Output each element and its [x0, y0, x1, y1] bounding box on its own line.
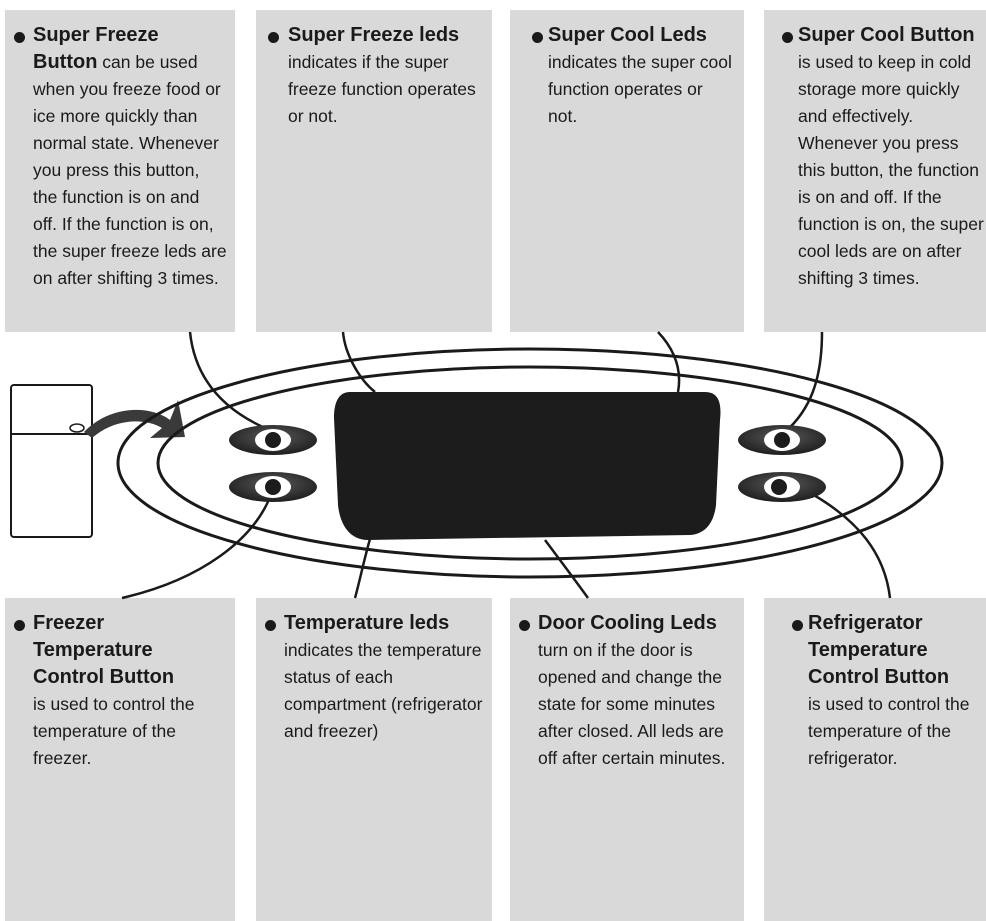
super-cool-button-icon[interactable]: [738, 425, 826, 455]
callout-title: Refrigerator Temperature Control Button: [808, 612, 950, 688]
callout-title: Super Cool Button: [798, 24, 975, 46]
leader-line-door-cooling-leds: [543, 539, 590, 599]
super-freeze-button-icon[interactable]: [229, 425, 317, 455]
bullet-icon: [268, 32, 279, 43]
callout-super-cool-button: Super Cool Button is used to keep in col…: [764, 10, 986, 332]
callout-body: indicates if the super freeze function o…: [288, 52, 476, 126]
callout-super-freeze-leds: Super Freeze leds indicates if the super…: [256, 10, 492, 332]
callout-body: turn on if the door is opened and change…: [538, 640, 726, 768]
refrigerator-temperature-button-icon[interactable]: [738, 472, 826, 502]
callout-title: Super Cool Leds: [548, 24, 707, 46]
leader-line-temperature-leds: [353, 531, 374, 599]
freezer-temperature-button-icon[interactable]: [229, 472, 317, 502]
panel-inner-ring: [156, 365, 904, 561]
callout-body: can be used when you freeze food or ice …: [33, 52, 227, 288]
bullet-icon: [532, 32, 543, 43]
callout-body: is used to keep in cold storage more qui…: [798, 52, 984, 288]
bullet-icon: [14, 620, 25, 631]
callout-title: Temperature leds: [284, 612, 450, 634]
callout-title: Door Cooling Leds: [538, 612, 717, 634]
callout-super-freeze-button: Super Freeze Button can be used when you…: [5, 10, 235, 332]
bullet-icon: [782, 32, 793, 43]
refrigerator-icon: [10, 384, 93, 538]
leader-line-super-cool-leds: [657, 331, 681, 393]
callout-body: is used to control the temperature of th…: [808, 694, 970, 768]
callout-title: Freezer Temperature Control Button: [33, 612, 175, 688]
leader-line-freezer-temperature-button: [121, 491, 274, 600]
callout-title: Super Freeze Button: [33, 24, 159, 73]
callout-refrigerator-temperature-button: Refrigerator Temperature Control Button …: [764, 598, 986, 921]
callout-freezer-temperature-button: Freezer Temperature Control Button is us…: [5, 598, 235, 921]
callout-title: Super Freeze leds: [288, 24, 460, 46]
bullet-icon: [14, 32, 25, 43]
callout-body: is used to control the temperature of th…: [33, 694, 195, 768]
leader-line-super-freeze-button: [188, 331, 266, 430]
bullet-icon: [519, 620, 530, 631]
callout-temperature-leds: Temperature leds indicates the temperatu…: [256, 598, 492, 921]
arrow-icon: [84, 400, 185, 438]
bullet-icon: [265, 620, 276, 631]
panel-outer-ring: [116, 347, 944, 579]
callout-body: indicates the super cool function operat…: [548, 52, 732, 126]
callout-super-cool-leds: Super Cool Leds indicates the super cool…: [510, 10, 744, 332]
bullet-icon: [792, 620, 803, 631]
leader-line-super-freeze-leds: [341, 331, 376, 393]
leader-line-super-cool-button: [784, 331, 824, 433]
callout-body: indicates the temperature status of each…: [284, 640, 483, 741]
leader-line-refrigerator-temperature-button: [804, 488, 892, 599]
callout-door-cooling-leds: Door Cooling Leds turn on if the door is…: [510, 598, 744, 921]
display-screen: [334, 392, 721, 540]
